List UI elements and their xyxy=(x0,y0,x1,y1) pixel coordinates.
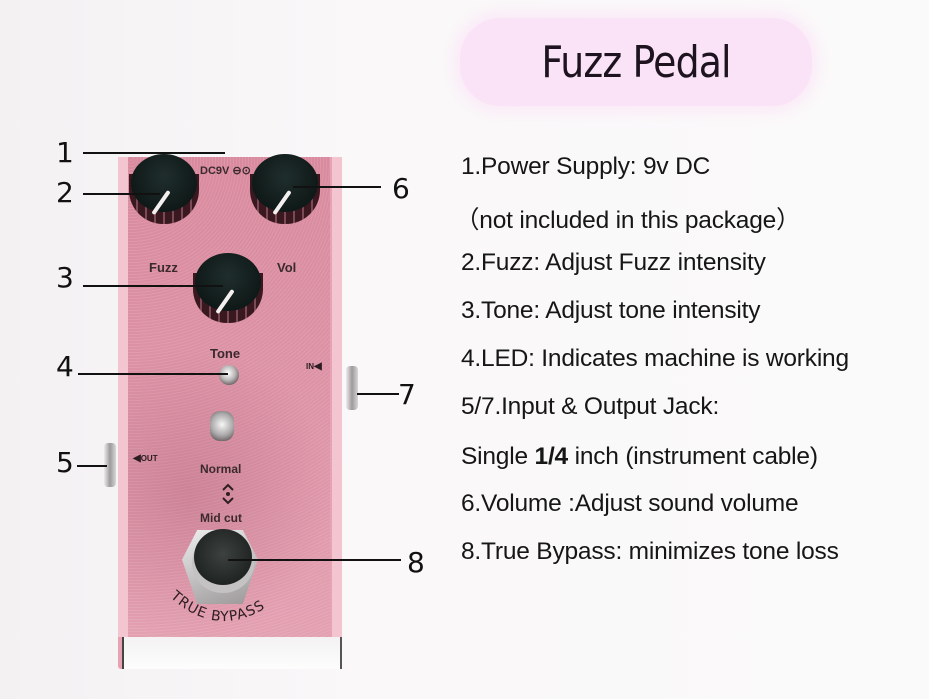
spec-item-led: 4.LED: Indicates machine is working xyxy=(461,345,849,372)
fuzz-knob-label: Fuzz xyxy=(149,260,178,275)
callout-5-line xyxy=(77,465,107,467)
callout-6-line xyxy=(293,186,381,188)
callout-2-line xyxy=(83,193,160,195)
title-banner: Fuzz Pedal xyxy=(460,18,812,106)
jack-size-value: 1/4 xyxy=(534,443,569,470)
callout-3-line xyxy=(83,285,223,287)
spec-item-jacks: 5/7.Input & Output Jack: xyxy=(461,393,720,420)
callout-1-line xyxy=(83,152,225,154)
callout-1: 1 xyxy=(56,136,74,169)
callout-7-line xyxy=(357,393,399,395)
callout-4-line xyxy=(78,373,228,375)
jack-size-suffix: inch (instrument cable) xyxy=(567,443,818,470)
pedal-right-edge xyxy=(332,157,342,637)
true-bypass-label: TRUE BYPASS xyxy=(167,587,268,625)
spec-item-bypass: 8.True Bypass: minimizes tone loss xyxy=(461,538,839,565)
spec-item-fuzz: 2.Fuzz: Adjust Fuzz intensity xyxy=(461,249,766,276)
callout-8-line xyxy=(228,559,401,561)
up-down-chevron-icon xyxy=(222,483,234,505)
mode-toggle-switch[interactable] xyxy=(210,411,234,441)
switch-label-midcut: Mid cut xyxy=(200,511,242,525)
callout-5: 5 xyxy=(56,446,74,479)
spec-item-jack-size: Single 1/4 inch (instrument cable) xyxy=(461,443,818,471)
page-title: Fuzz Pedal xyxy=(541,36,731,88)
tone-knob-label: Tone xyxy=(210,346,241,361)
knob-cap xyxy=(131,154,197,212)
pedal-left-edge xyxy=(118,157,128,637)
input-jack[interactable] xyxy=(104,443,116,487)
spec-item-power: 1.Power Supply: 9v DC xyxy=(461,153,711,180)
switch-label-normal: Normal xyxy=(200,462,242,476)
jack-size-prefix: Single xyxy=(461,443,535,470)
output-jack-marker: ◀OUT xyxy=(133,453,158,464)
knob-cap xyxy=(252,154,318,212)
spec-item-volume: 6.Volume :Adjust sound volume xyxy=(461,490,799,517)
svg-text:TRUE BYPASS: TRUE BYPASS xyxy=(167,587,268,625)
led-indicator xyxy=(219,365,239,385)
volume-knob-label: Vol xyxy=(277,260,297,275)
callout-4: 4 xyxy=(56,350,74,383)
power-jack-label: DC9V ⊖⊙ xyxy=(200,165,251,177)
output-jack[interactable] xyxy=(346,366,358,410)
callout-7: 7 xyxy=(398,378,416,411)
input-jack-marker: IN◀ xyxy=(306,361,322,372)
callout-6: 6 xyxy=(392,172,410,205)
pedal-base xyxy=(122,637,342,669)
knob-cap xyxy=(195,253,261,311)
spec-item-power-note: （not included in this package） xyxy=(455,207,801,234)
spec-item-tone: 3.Tone: Adjust tone intensity xyxy=(461,297,761,324)
callout-3: 3 xyxy=(56,261,74,294)
switch-arrows-icon xyxy=(221,482,235,506)
callout-2: 2 xyxy=(56,176,74,209)
callout-8: 8 xyxy=(407,546,425,579)
bypass-footswitch[interactable] xyxy=(194,529,252,585)
